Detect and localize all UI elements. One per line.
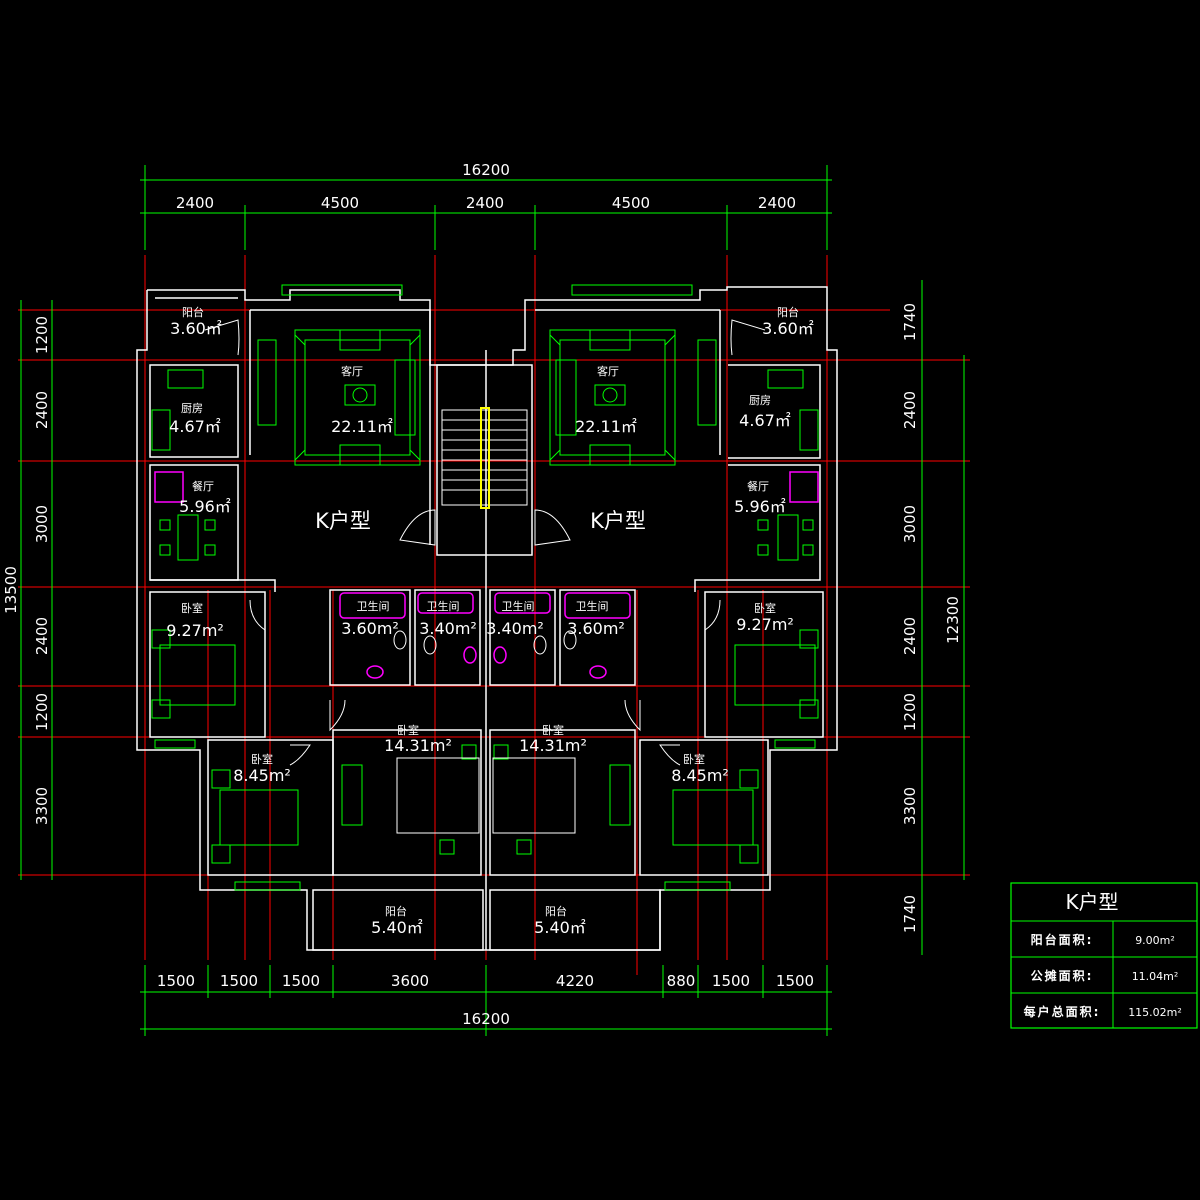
room-area-balcony-top-left: 3.60㎡ <box>170 319 222 338</box>
room-name-bedroom-corner-right: 卧室 <box>683 752 705 766</box>
room-area-bedroom-corner-left: 8.45m² <box>233 766 291 785</box>
dim-right-3: 3000 <box>901 505 919 543</box>
dim-left-1: 1200 <box>33 316 51 354</box>
title-block-value-total: 115.02m² <box>1128 1006 1182 1019</box>
room-name-bath-inner-right: 卫生间 <box>502 599 535 613</box>
dim-right-7: 1740 <box>901 895 919 933</box>
room-area-bath-inner-right: 3.40m² <box>486 619 544 638</box>
room-name-bedroom-master-right: 卧室 <box>542 723 564 737</box>
room-area-bedroom-small-left: 9.27m² <box>166 621 224 640</box>
dim-right-5: 1200 <box>901 693 919 731</box>
dim-right-1: 1740 <box>901 303 919 341</box>
room-name-bedroom-small-right: 卧室 <box>754 601 776 615</box>
dim-top-5: 2400 <box>758 194 796 212</box>
bedroom-furniture <box>151 629 819 864</box>
dim-right-2: 2400 <box>901 391 919 429</box>
dim-top-total: 16200 <box>462 161 510 179</box>
dim-top-4: 4500 <box>612 194 650 212</box>
room-area-bedroom-master-right: 14.31m² <box>519 736 587 755</box>
room-name-kitchen-right: 厨房 <box>749 394 771 407</box>
room-area-bath-inner-left: 3.40m² <box>419 619 477 638</box>
door-swings <box>204 319 766 766</box>
room-name-balcony-bottom-left: 阳台 <box>385 904 407 918</box>
dim-bottom-7: 1500 <box>712 972 750 990</box>
master-beds <box>396 757 576 834</box>
room-area-balcony-bottom-right: 5.40㎡ <box>534 918 586 937</box>
dim-bottom-6: 880 <box>667 972 696 990</box>
room-name-balcony-top-right: 阳台 <box>777 305 799 319</box>
dimension-texts: 16200 2400 4500 2400 4500 2400 1500 1500… <box>2 161 962 1028</box>
room-name-dining-right: 餐厅 <box>747 479 769 493</box>
dim-bottom-2: 1500 <box>220 972 258 990</box>
room-name-bedroom-master-left: 卧室 <box>397 723 419 737</box>
room-name-bath-inner-left: 卫生间 <box>427 599 460 613</box>
dim-left-4: 2400 <box>33 617 51 655</box>
room-area-bedroom-corner-right: 8.45m² <box>671 766 729 785</box>
balcony-rails <box>154 284 816 891</box>
dimension-lines <box>20 165 965 1036</box>
dim-bottom-1: 1500 <box>157 972 195 990</box>
room-area-dining-left: 5.96㎡ <box>179 497 231 516</box>
dim-top-1: 2400 <box>176 194 214 212</box>
toilets <box>393 630 577 655</box>
dim-left-5: 1200 <box>33 693 51 731</box>
dim-right-4: 2400 <box>901 617 919 655</box>
room-area-kitchen-right: 4.67㎡ <box>739 411 791 430</box>
unit-label-right: K户型 <box>590 509 646 533</box>
dim-bottom-5: 4220 <box>556 972 594 990</box>
room-area-bath-outer-left: 3.60m² <box>341 619 399 638</box>
room-name-living-right: 客厅 <box>597 364 619 378</box>
room-name-bath-outer-left: 卫生间 <box>357 599 390 613</box>
bath-fixtures <box>339 592 631 679</box>
room-area-bedroom-master-left: 14.31m² <box>384 736 452 755</box>
dim-left-total: 13500 <box>2 566 20 614</box>
title-block-label-balcony: 阳台面积: <box>1031 932 1094 947</box>
title-block-title: K户型 <box>1065 890 1118 914</box>
room-name-balcony-top-left: 阳台 <box>182 305 204 319</box>
room-area-living-left: 22.11㎡ <box>331 417 393 436</box>
staircase <box>441 407 528 509</box>
dim-bottom-4: 3600 <box>391 972 429 990</box>
stair-handrail <box>480 407 490 509</box>
dim-left-3: 3000 <box>33 505 51 543</box>
room-area-bedroom-small-right: 9.27m² <box>736 615 794 634</box>
dim-bottom-3: 1500 <box>282 972 320 990</box>
kitchen-dining-furniture <box>151 369 819 561</box>
room-name-living-left: 客厅 <box>341 364 363 378</box>
room-labels: 阳台 3.60㎡ 阳台 3.60㎡ 客厅 22.11㎡ 客厅 22.11㎡ 厨房… <box>166 305 814 937</box>
living-room-right-furniture <box>549 329 676 466</box>
fridges <box>154 471 819 503</box>
dim-bottom-total: 16200 <box>462 1010 510 1028</box>
dim-left-2: 2400 <box>33 391 51 429</box>
living-room-left-furniture <box>294 329 421 466</box>
title-block-value-balcony: 9.00m² <box>1135 934 1175 947</box>
dim-top-3: 2400 <box>466 194 504 212</box>
room-area-living-right: 22.11㎡ <box>575 417 637 436</box>
room-name-dining-left: 餐厅 <box>192 479 214 493</box>
title-block: K户型 阳台面积: 9.00m² 公摊面积: 11.04m² 每户总面积: 11… <box>1010 882 1198 1029</box>
room-name-bedroom-corner-left: 卧室 <box>251 752 273 766</box>
dim-top-2: 4500 <box>321 194 359 212</box>
title-block-value-shared: 11.04m² <box>1132 970 1179 983</box>
room-name-bath-outer-right: 卫生间 <box>576 599 609 613</box>
room-area-kitchen-left: 4.67㎡ <box>169 417 221 436</box>
dim-bottom-8: 1500 <box>776 972 814 990</box>
unit-label-left: K户型 <box>315 509 371 533</box>
room-name-kitchen-left: 厨房 <box>181 402 203 415</box>
dim-right-6: 3300 <box>901 787 919 825</box>
room-area-balcony-top-right: 3.60㎡ <box>762 319 814 338</box>
tv-cabinets <box>257 339 717 426</box>
title-block-label-total: 每户总面积: <box>1024 1004 1101 1019</box>
room-name-balcony-bottom-right: 阳台 <box>545 904 567 918</box>
room-area-bath-outer-right: 3.60m² <box>567 619 625 638</box>
room-name-bedroom-small-left: 卧室 <box>181 601 203 615</box>
title-block-label-shared: 公摊面积: <box>1031 968 1094 983</box>
room-area-dining-right: 5.96㎡ <box>734 497 786 516</box>
room-area-balcony-bottom-left: 5.40㎡ <box>371 918 423 937</box>
dim-left-6: 3300 <box>33 787 51 825</box>
dim-right-total: 12300 <box>944 596 962 644</box>
